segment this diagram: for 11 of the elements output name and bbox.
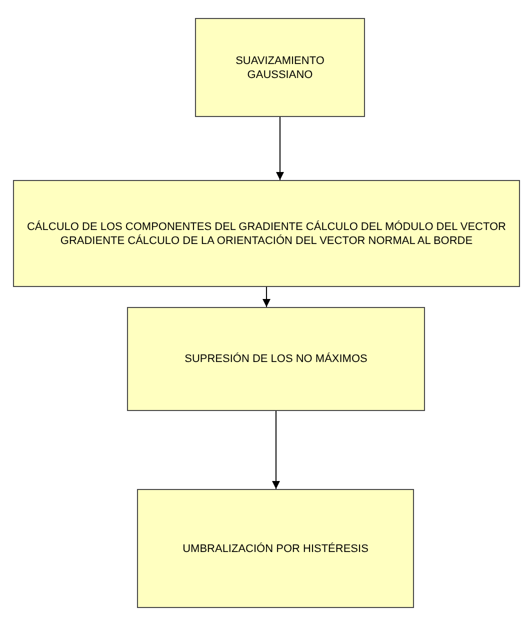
arrow: [262, 286, 270, 308]
process-box: [137, 489, 414, 608]
arrow: [272, 410, 280, 490]
process-box: [195, 18, 365, 117]
process-box: [127, 307, 425, 411]
box-text: SUPRESIÓN DE LOS NO MÁXIMOS: [184, 352, 368, 366]
box-text: SUAVIZAMIENTO GAUSSIANO: [234, 54, 326, 82]
box-text: UMBRALIZACIÓN POR HISTÉRESIS: [182, 542, 368, 556]
arrow: [276, 116, 284, 180]
process-box: [13, 180, 520, 287]
box-text: CÁLCULO DE LOS COMPONENTES DEL GRADIENTE CÁLCULO DEL MÓDULO DEL VECTOR GRADIENTE CÁLCULO DE LA ORIENTACIÓN DEL VECTOR NORMAL AL BORDE: [26, 220, 507, 248]
